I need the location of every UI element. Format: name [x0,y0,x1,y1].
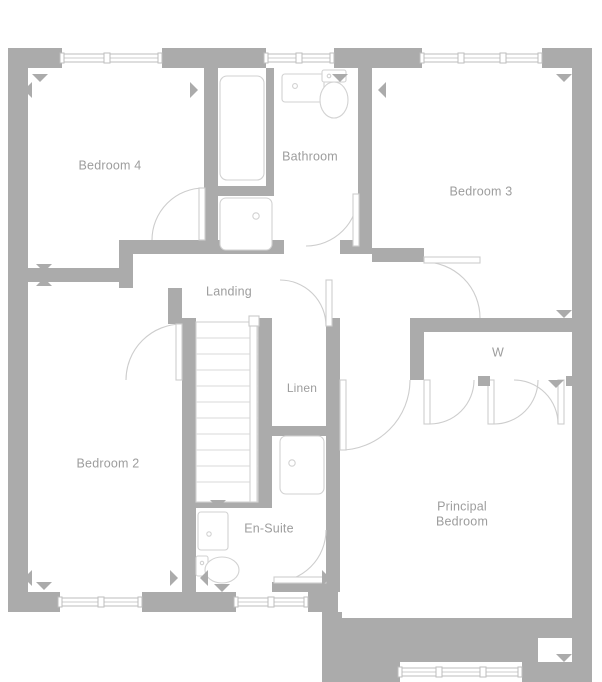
room-label-bedroom-3: Bedroom 3 [450,184,513,198]
arrow-up-bed3 [556,74,572,82]
outer-walls [8,48,592,682]
bathtub [219,75,265,181]
ensuite-basin-tap-icon [206,531,212,537]
win-principal-bottom [397,662,523,682]
wall-bathroom-bottom-right [340,240,372,254]
door-en-suite [273,529,327,584]
win-ensuite-bottom [233,592,309,612]
room-label-principal-bedroom-line-1: Principal [437,499,487,513]
wall-bathroom-internal [218,186,274,196]
wall-bathroom-right [358,68,372,248]
arrow-left-bath [206,82,214,98]
wall-ensuite-bottom [182,508,196,592]
room-label-en-suite: En-Suite [244,521,294,535]
door-bathroom [305,193,360,247]
arrow-up-bed4 [32,74,48,82]
room-labels: Bedroom 4 Bathroom Bedroom 3 Landing W L… [77,149,513,535]
wall-bathroom-tub-right [266,68,274,188]
arrow-right-bed2 [170,570,178,586]
arrow-right-bath [360,82,368,98]
arrow-down-bed4b [36,264,52,272]
ensuite-basin [197,511,229,551]
ensuite-shower-drain-icon [288,459,296,467]
arrow-up-bed2 [36,278,52,286]
wall-stairs-right [258,318,272,508]
wc-pan [319,81,349,119]
shower-tray [219,197,273,251]
arrow-down-bed2 [36,582,52,590]
wall-bed4-doorhead [119,240,218,254]
door-bedroom-4 [151,187,206,241]
wall-bed4-right-upper [204,68,218,248]
arrow-left-ensuite [184,570,192,586]
sightline-arrows [24,74,580,662]
shower-drain-icon [252,212,260,220]
arrow-right-bed3 [572,82,580,98]
win-bed2-bottom [57,592,143,612]
arrow-up-ensuite [210,500,226,508]
stair-handrail [249,321,258,503]
room-label-landing: Landing [206,284,252,298]
arrow-left-bed3 [378,82,386,98]
wall-wardrobe-top [410,318,572,332]
basin-tap-icon [292,83,298,89]
arrow-left-principal [338,630,346,646]
arrow-left-bed4 [24,82,32,98]
wall-ensuite-doorhead [272,582,326,592]
staircase [195,315,260,503]
door-bedroom-3 [423,256,481,319]
arrow-up-wardrobe [548,380,564,388]
arrow-down-bed3 [556,310,572,318]
wc-flush-icon [326,73,332,79]
wall-wardrobe-left [410,318,424,380]
room-label-bedroom-2: Bedroom 2 [77,456,140,470]
wall-bed4-bed2-divider [28,268,133,282]
arrow-right-principal [572,630,580,646]
arrow-down-principal [556,654,572,662]
stair-newel-post [248,315,260,327]
room-label-wardrobe: W [492,345,504,359]
wall-stairs-left [182,318,196,508]
arrow-up-bath [332,74,348,82]
wall-ensuite-right [326,508,340,592]
wall-linen-right [326,318,340,508]
door-wardrobe-2 [487,379,539,425]
win-bed3-top [419,48,543,68]
ensuite-wc-flush-icon [199,560,205,566]
door-wardrobe-1 [423,379,475,425]
wall-bed2-right [168,288,182,324]
arrow-right-ensuite [322,570,330,586]
door-linen [279,279,333,327]
arrow-left-bed2 [24,570,32,586]
win-bathroom-top [263,48,335,68]
wall-right-lower [572,600,592,682]
room-label-principal-bedroom-line-2: Bedroom [436,514,488,528]
doors-group [125,187,574,584]
room-label-bedroom-4: Bedroom 4 [79,158,142,172]
arrow-down-ensuite [214,584,230,592]
ensuite-wc-pan [204,556,240,584]
win-bed4-top [59,48,163,68]
fixtures-group [195,69,349,584]
room-label-linen: Linen [287,381,317,395]
wall-linen-top [258,318,272,332]
wash-basin [281,73,325,103]
wall-bed3-bottom [372,248,424,262]
room-label-bathroom: Bathroom [282,149,338,163]
door-principal [339,379,411,451]
door-bedroom-2 [125,323,183,381]
arrow-left-ensuite2 [200,570,208,586]
windows-group [57,48,543,682]
arrow-right-bed4 [190,82,198,98]
ensuite-shower [279,435,325,495]
wall-structure [8,48,592,682]
wall-linen-bottom [272,426,326,436]
